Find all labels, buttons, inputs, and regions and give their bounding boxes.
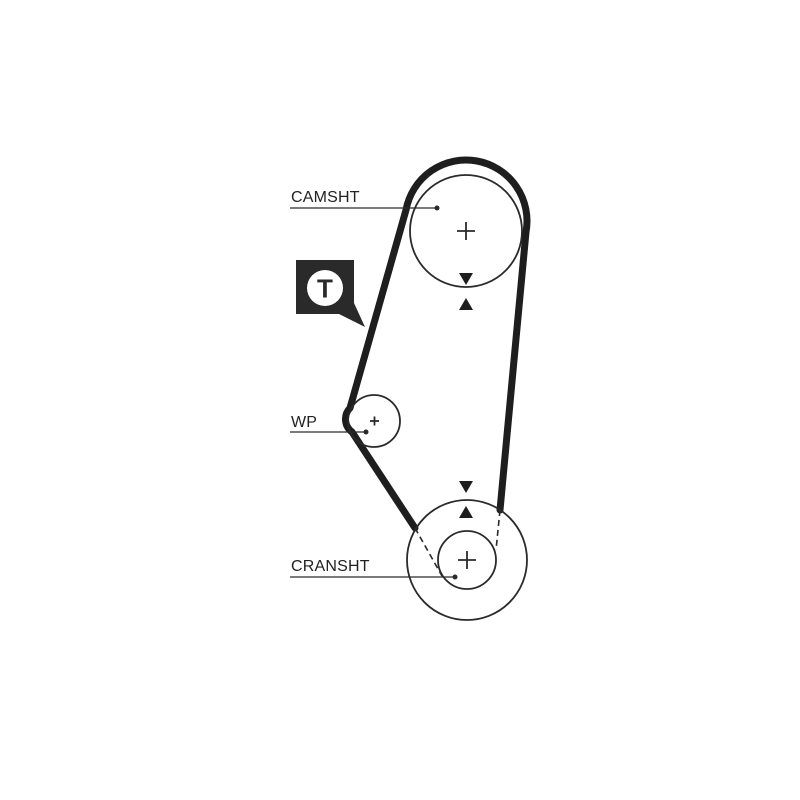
crankshaft-label: CRANSHT (291, 558, 370, 575)
timing-belt (342, 156, 531, 532)
crankshaft-timing-mark-icon (459, 481, 473, 518)
tensioner-badge: T (296, 260, 365, 327)
water-pump-pulley (347, 394, 401, 448)
camshaft-pulley (409, 174, 523, 288)
belt-dashed-right (495, 509, 501, 551)
camshaft-callout: CAMSHT (290, 189, 440, 211)
camshaft-center-icon (457, 222, 475, 240)
tensioner-badge-letter: T (317, 274, 333, 304)
camshaft-label: CAMSHT (291, 189, 360, 206)
crankshaft-center-icon (458, 551, 476, 569)
water-pump-label: WP (291, 414, 317, 431)
crankshaft-callout: CRANSHT (290, 558, 458, 580)
belt-dashed-left (414, 527, 443, 577)
water-pump-center-icon (370, 416, 379, 426)
camshaft-timing-mark-icon (459, 273, 473, 310)
crankshaft-pulley (406, 499, 528, 621)
water-pump-callout: WP (290, 414, 369, 435)
